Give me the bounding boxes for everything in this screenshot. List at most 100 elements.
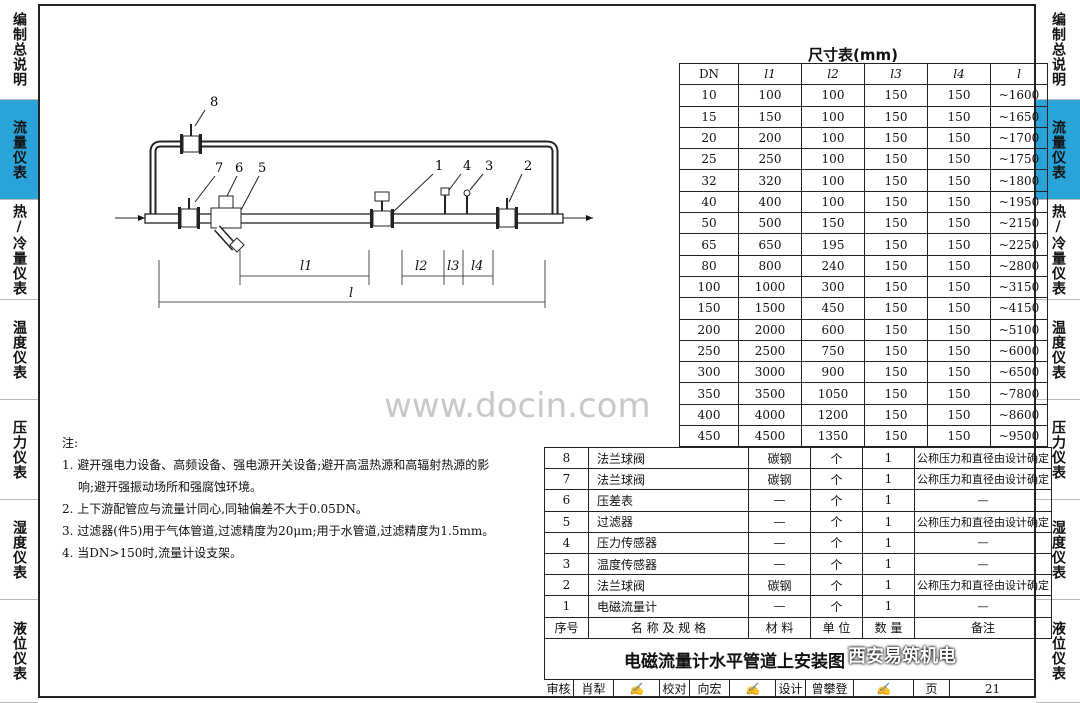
dimension-cell: 200 <box>738 126 802 150</box>
review-signature: ✍ <box>614 680 660 697</box>
tab-general[interactable]: 编制总说明 <box>0 0 38 100</box>
parts-cell: 法兰球阀 <box>588 446 749 470</box>
dimension-cell: ~1700 <box>990 126 1048 150</box>
dimension-cell: 100 <box>801 148 865 171</box>
dimension-cell: 100 <box>679 275 739 299</box>
dimension-cell: ~5100 <box>990 318 1048 341</box>
tab-label: 液位仪表 <box>11 621 27 681</box>
dimension-cell: 400 <box>738 190 802 214</box>
header-name: 名 称 及 规 格 <box>588 616 749 639</box>
tab-label: 流量仪表 <box>11 119 27 180</box>
tab-label: 温度仪表 <box>1050 319 1066 380</box>
tab-label: 编制总说明 <box>11 12 27 87</box>
dimension-cell: 3500 <box>738 382 802 405</box>
temperature-sensor-3 <box>463 189 471 214</box>
dimension-cell: 400 <box>679 403 739 427</box>
tab-heat[interactable]: 热/冷量仪表 <box>0 200 38 300</box>
wechat-mark: 西安易筑机电 <box>848 646 956 667</box>
dimension-cell: 150 <box>864 361 928 384</box>
dimension-cell: 150 <box>864 254 928 277</box>
valve-8 <box>180 124 202 154</box>
parts-cell: 过滤器 <box>588 510 749 533</box>
dimension-cell: 100 <box>801 126 865 150</box>
tab-temperature[interactable]: 温度仪表 <box>0 300 38 400</box>
tab-pressure[interactable]: 压力仪表 <box>1036 400 1080 500</box>
dimension-cell: 300 <box>801 275 865 299</box>
dimension-cell: 150 <box>927 403 991 427</box>
tab-humidity[interactable]: 湿度仪表 <box>0 500 38 600</box>
parts-cell: 1 <box>862 574 915 597</box>
dimension-cell: 150 <box>927 382 991 405</box>
dimension-cell: ~2250 <box>990 233 1048 256</box>
page-label: 页 <box>914 680 950 697</box>
filter-5 <box>210 195 245 253</box>
parts-cell: 公称压力和直径由设计确定 <box>914 510 1052 533</box>
dimension-cell: 1000 <box>738 275 802 299</box>
tab-humidity[interactable]: 湿度仪表 <box>1036 500 1080 600</box>
header-l1: l1 <box>738 62 802 86</box>
parts-cell: 7 <box>544 468 589 491</box>
parts-cell: — <box>914 531 1052 554</box>
dimension-cell: ~1750 <box>990 148 1048 171</box>
parts-cell: 温度传感器 <box>588 552 749 576</box>
tab-pressure[interactable]: 压力仪表 <box>0 400 38 500</box>
dimension-cell: 800 <box>738 254 802 277</box>
dimension-cell: 150 <box>927 126 991 150</box>
parts-cell: — <box>914 595 1052 618</box>
parts-cell: 3 <box>544 552 589 576</box>
header-index: 序号 <box>544 616 589 639</box>
dimension-table-title: 尺寸表(mm) <box>808 46 898 64</box>
dimension-cell: ~1600 <box>990 84 1048 107</box>
dimension-cell: 150 <box>801 212 865 235</box>
note-item: 2. 上下游配管应与流量计同心,同轴偏差不大于0.05DN。 <box>62 502 368 516</box>
tab-temperature[interactable]: 温度仪表 <box>1036 300 1080 400</box>
flowmeter-1 <box>370 191 394 228</box>
tab-flow[interactable]: 流量仪表 <box>0 100 38 200</box>
dimension-cell: ~2800 <box>990 254 1048 277</box>
dimension-cell: 1350 <box>801 425 865 448</box>
parts-cell: 1 <box>862 446 915 470</box>
tab-label: 压力仪表 <box>1050 419 1066 480</box>
parts-cell: 1 <box>862 552 915 576</box>
dimension-cell: 150 <box>927 361 991 384</box>
dimension-cell: 150 <box>864 275 928 299</box>
dimension-cell: 150 <box>927 275 991 299</box>
dimension-cell: 150 <box>927 339 991 363</box>
dimension-cell: 15 <box>679 105 739 128</box>
dimension-cell: 150 <box>864 84 928 107</box>
parts-cell: 个 <box>810 489 863 512</box>
dimension-cell: ~2150 <box>990 212 1048 235</box>
notes-heading: 注: <box>62 436 79 450</box>
parts-cell: — <box>914 552 1052 576</box>
parts-cell: 8 <box>544 446 589 470</box>
dimension-cell: 600 <box>801 318 865 341</box>
tab-heat[interactable]: 热/冷量仪表 <box>1036 200 1080 300</box>
parts-cell: — <box>748 489 811 512</box>
parts-cell: — <box>748 595 811 618</box>
parts-cell: 公称压力和直径由设计确定 <box>914 446 1052 470</box>
bypass-pipe <box>149 140 559 218</box>
dimension-cell: 50 <box>679 212 739 235</box>
dimension-cell: 150 <box>864 212 928 235</box>
dim-l2: l2 <box>415 259 427 274</box>
dimension-table-header: DN l1 l2 l3 l4 l <box>679 62 1048 86</box>
dimension-cell: 100 <box>801 169 865 192</box>
dimension-cell: ~4150 <box>990 297 1048 320</box>
tab-level[interactable]: 液位仪表 <box>0 600 38 703</box>
pressure-sensor-4 <box>440 187 450 214</box>
dimension-cell: 25 <box>679 148 739 171</box>
check-label: 校对 <box>660 680 690 697</box>
dimension-cell: ~7800 <box>990 382 1048 405</box>
dimension-cell: 150 <box>927 212 991 235</box>
tab-general[interactable]: 编制总说明 <box>1036 0 1080 100</box>
